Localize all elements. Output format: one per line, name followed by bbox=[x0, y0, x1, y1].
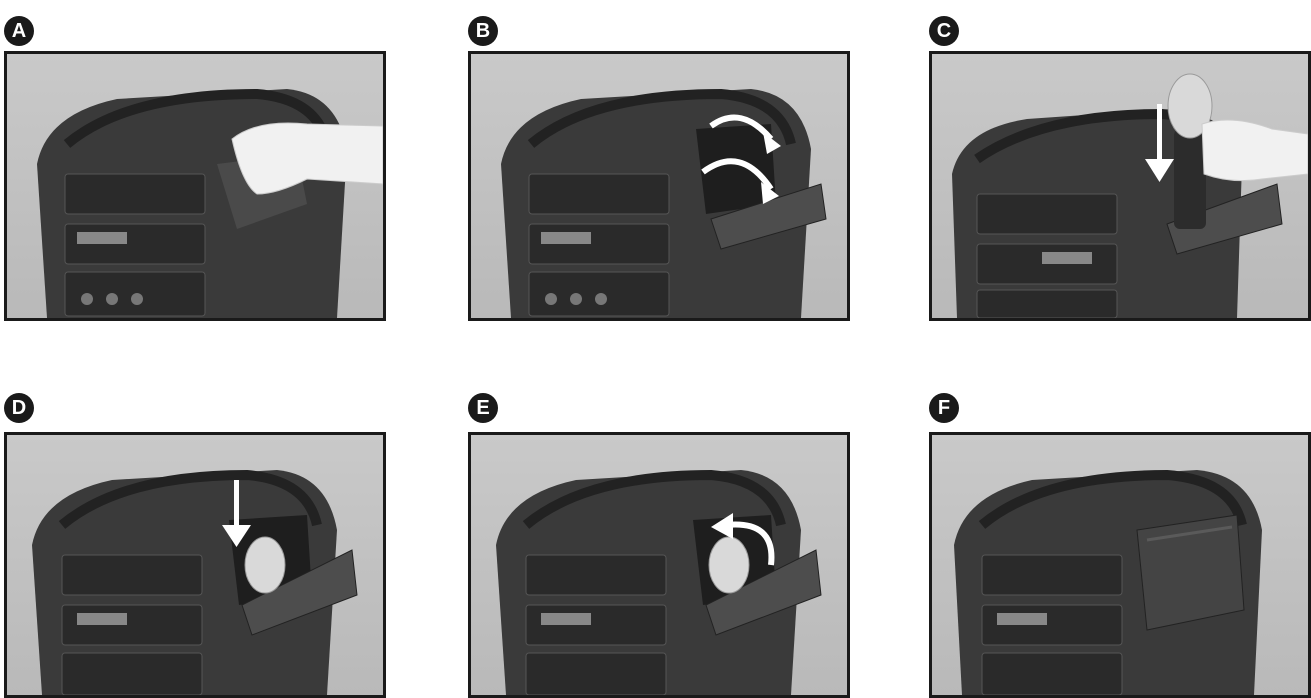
step-badge-d: D bbox=[4, 393, 34, 423]
photo-insert-microphone bbox=[929, 51, 1311, 321]
step-badge-b: B bbox=[468, 16, 498, 46]
photo-mic-in-holder bbox=[4, 432, 386, 698]
speaker-illustration bbox=[932, 54, 1308, 318]
step-badge-a: A bbox=[4, 16, 34, 46]
speaker-illustration bbox=[471, 54, 847, 318]
photo-hand-on-lid bbox=[4, 51, 386, 321]
speaker-illustration bbox=[7, 435, 383, 695]
speaker-illustration bbox=[932, 435, 1308, 695]
speaker-illustration bbox=[7, 54, 383, 318]
photo-lid-closed bbox=[929, 432, 1311, 698]
step-badge-f: F bbox=[929, 393, 959, 423]
step-badge-c: C bbox=[929, 16, 959, 46]
photo-close-lid bbox=[468, 432, 850, 698]
step-badge-e: E bbox=[468, 393, 498, 423]
photo-lid-open-rotate bbox=[468, 51, 850, 321]
speaker-illustration bbox=[471, 435, 847, 695]
